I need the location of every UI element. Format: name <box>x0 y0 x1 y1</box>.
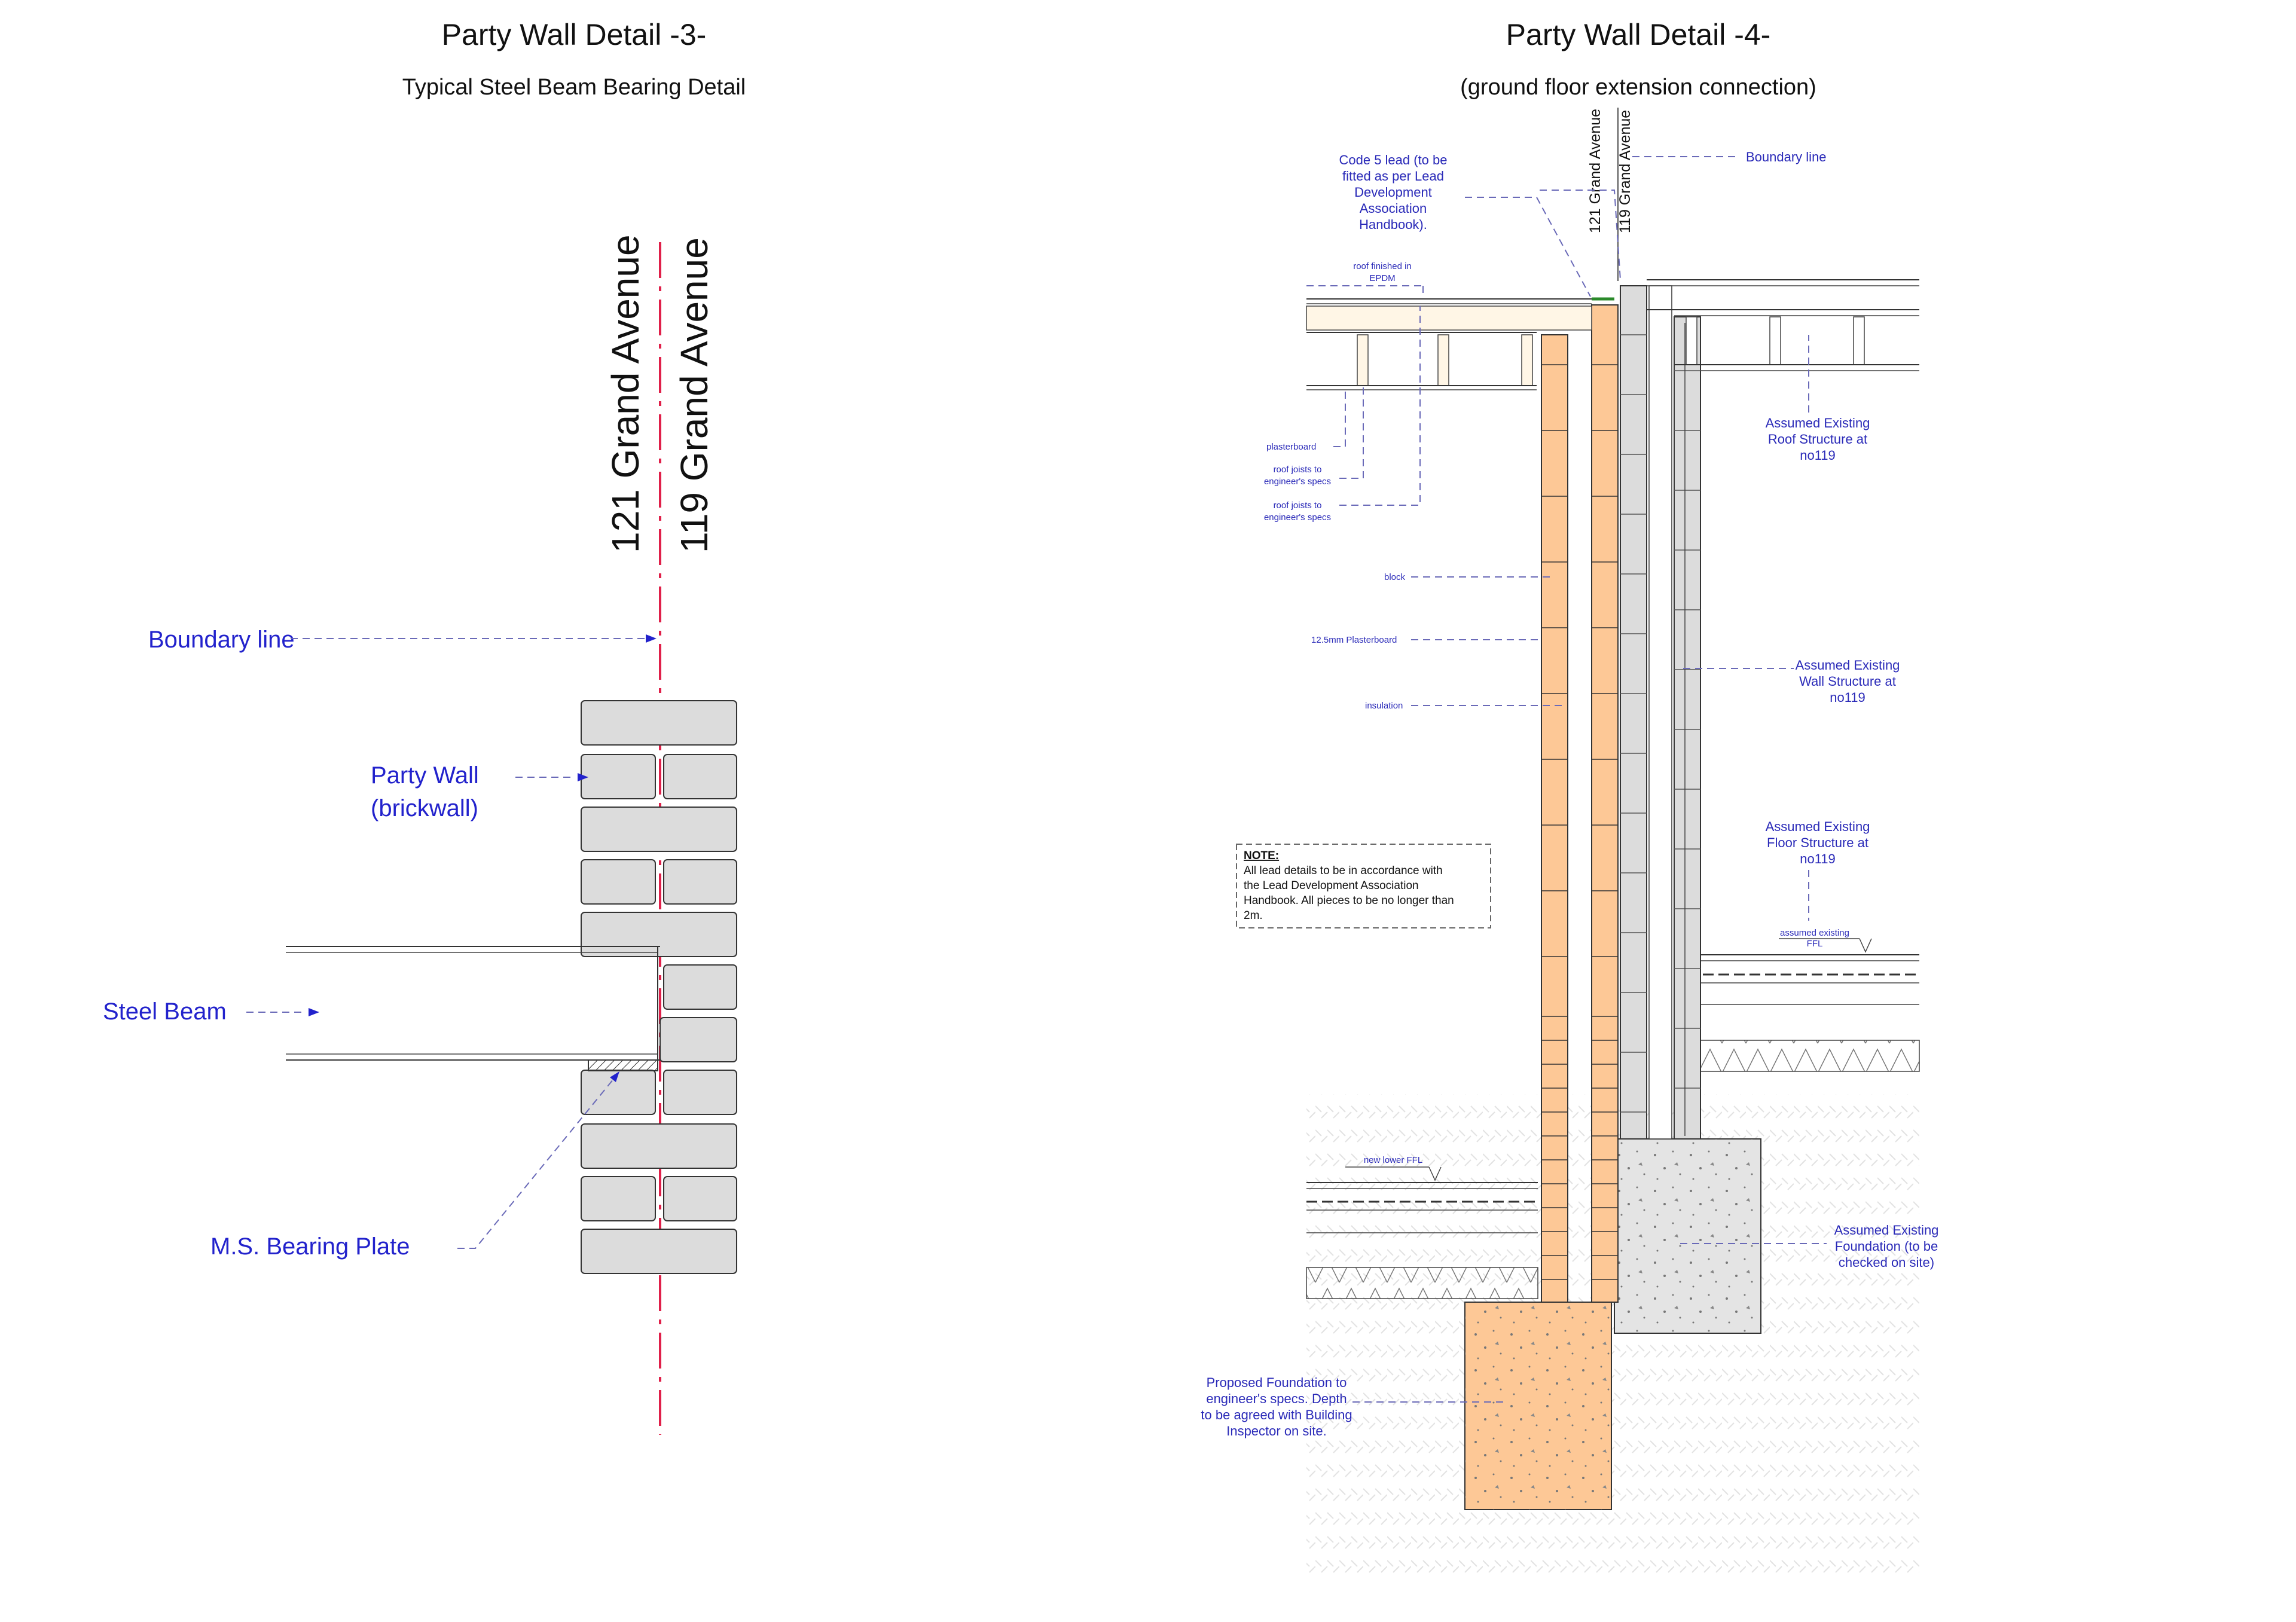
svg-text:Assumed Existing: Assumed Existing <box>1834 1223 1939 1238</box>
detail-4-title: Party Wall Detail -4- <box>1506 18 1771 51</box>
address-121-label-4: 121 Grand Avenue <box>1587 109 1604 233</box>
new-block-outer-leaf <box>1591 304 1619 1303</box>
existing-foundation-label: Assumed Existing Foundation (to be check… <box>1680 1223 1938 1270</box>
roof-joists-label-2: roof joists to engineer's specs <box>1264 306 1421 523</box>
bearing-plate-label: M.S. Bearing Plate <box>210 1233 410 1260</box>
svg-text:roof joists to: roof joists to <box>1274 500 1322 511</box>
svg-text:Proposed Foundation to: Proposed Foundation to <box>1207 1375 1347 1390</box>
svg-text:roof joists to: roof joists to <box>1274 465 1322 475</box>
existing-roof-no119 <box>1647 279 1919 371</box>
svg-text:engineer's specs: engineer's specs <box>1264 476 1331 487</box>
proposed-foundation-label: Proposed Foundation to engineer's specs.… <box>1201 1375 1507 1438</box>
boundary-line-label-4: Boundary line <box>1632 149 1827 164</box>
detail-3: Party Wall Detail -3- Typical Steel Beam… <box>103 18 746 1435</box>
svg-text:no119: no119 <box>1830 690 1866 705</box>
boundary-line-label: Boundary line <box>148 627 295 653</box>
svg-text:Assumed Existing: Assumed Existing <box>1796 658 1900 673</box>
proposed-foundation-texture <box>1465 1302 1611 1510</box>
bearing-plate <box>588 1059 658 1071</box>
svg-text:Code 5 lead (to be: Code 5 lead (to be <box>1339 152 1447 167</box>
detail-3-subtitle: Typical Steel Beam Bearing Detail <box>402 75 746 100</box>
code5-lead-label: Code 5 lead (to be fitted as per Lead De… <box>1339 152 1621 297</box>
note-line: Handbook. All pieces to be no longer tha… <box>1244 894 1454 907</box>
existing-roof-label: Assumed Existing Roof Structure at no119 <box>1766 335 1870 463</box>
detail-3-title: Party Wall Detail -3- <box>442 18 707 51</box>
svg-text:Roof Structure at: Roof Structure at <box>1768 432 1867 447</box>
svg-text:Floor Structure at: Floor Structure at <box>1767 835 1868 850</box>
svg-text:checked on site): checked on site) <box>1839 1255 1934 1270</box>
svg-text:Assumed Existing: Assumed Existing <box>1766 416 1870 430</box>
existing-foundation-texture <box>1614 1139 1761 1333</box>
new-floor-buildup <box>1306 1182 1538 1299</box>
note-line: the Lead Development Association <box>1244 879 1419 892</box>
svg-text:Development: Development <box>1354 185 1432 200</box>
roof-joists-label-1: roof joists to engineer's specs <box>1264 386 1364 487</box>
steel-beam <box>286 946 660 1061</box>
note-line: All lead details to be in accordance wit… <box>1244 865 1443 877</box>
plasterboard-12-label: 12.5mm Plasterboard <box>1311 635 1540 645</box>
svg-text:assumed existing: assumed existing <box>1780 928 1849 938</box>
note-heading: NOTE: <box>1244 850 1279 862</box>
arrow-icon <box>610 1071 619 1082</box>
svg-text:12.5mm Plasterboard: 12.5mm Plasterboard <box>1311 635 1397 645</box>
existing-wall-label: Assumed Existing Wall Structure at no119 <box>1683 658 1900 705</box>
svg-text:Wall Structure at: Wall Structure at <box>1799 674 1896 689</box>
existing-floor-label: Assumed Existing Floor Structure at no11… <box>1766 819 1870 921</box>
svg-text:Assumed Existing: Assumed Existing <box>1766 819 1870 834</box>
steel-beam-label: Steel Beam <box>103 998 227 1025</box>
new-extension-roof <box>1306 297 1614 390</box>
svg-text:Association: Association <box>1360 201 1427 216</box>
svg-text:no119: no119 <box>1800 851 1836 866</box>
existing-wall-no119 <box>1620 285 1701 1140</box>
arrow-icon <box>578 773 588 781</box>
note-line: 2m. <box>1244 909 1263 922</box>
svg-text:Inspector on site.: Inspector on site. <box>1226 1424 1327 1438</box>
new-ffl-label: new lower FFL <box>1345 1155 1442 1181</box>
svg-text:to be agreed with Building: to be agreed with Building <box>1201 1407 1352 1422</box>
detail-4-subtitle: (ground floor extension connection) <box>1460 75 1816 100</box>
svg-text:fitted as per Lead: fitted as per Lead <box>1342 169 1444 184</box>
address-119-label: 119 Grand Avenue <box>673 237 716 553</box>
party-wall-brickwork <box>581 700 737 1274</box>
roof-finish-label: roof finished in EPDM <box>1306 261 1424 298</box>
svg-text:EPDM: EPDM <box>1369 273 1395 283</box>
new-block-inner-leaf <box>1541 334 1568 1303</box>
svg-text:Handbook).: Handbook). <box>1359 217 1427 232</box>
svg-text:Foundation (to be: Foundation (to be <box>1835 1239 1938 1254</box>
party-wall-label-2: (brickwall) <box>371 795 478 821</box>
svg-text:FFL: FFL <box>1807 939 1823 949</box>
block-label: block <box>1384 572 1555 582</box>
bearing-plate-leader <box>457 1076 616 1249</box>
insulation-label: insulation <box>1365 701 1567 711</box>
address-119-label-4: 119 Grand Avenue <box>1617 110 1634 233</box>
svg-text:insulation: insulation <box>1365 701 1403 711</box>
assumed-ffl-label: assumed existing FFL <box>1779 928 1872 953</box>
note-box: NOTE: All lead details to be in accordan… <box>1236 844 1491 928</box>
arrow-icon <box>309 1008 319 1016</box>
party-wall-label: Party Wall <box>371 762 479 789</box>
address-121-label: 121 Grand Avenue <box>604 234 647 553</box>
existing-floor-buildup <box>1687 954 1920 1072</box>
svg-text:engineer's specs: engineer's specs <box>1264 512 1331 523</box>
svg-text:plasterboard: plasterboard <box>1266 442 1316 452</box>
svg-text:roof finished in: roof finished in <box>1353 261 1412 271</box>
svg-text:engineer's specs. Depth: engineer's specs. Depth <box>1206 1391 1347 1406</box>
svg-text:new lower FFL: new lower FFL <box>1364 1155 1422 1165</box>
svg-text:block: block <box>1384 572 1406 582</box>
detail-4: Party Wall Detail -4- (ground floor exte… <box>1201 18 1938 1581</box>
plasterboard-label: plasterboard <box>1266 390 1346 452</box>
svg-text:Boundary line: Boundary line <box>1746 149 1827 164</box>
arrow-icon <box>646 634 657 643</box>
svg-text:no119: no119 <box>1800 448 1836 463</box>
